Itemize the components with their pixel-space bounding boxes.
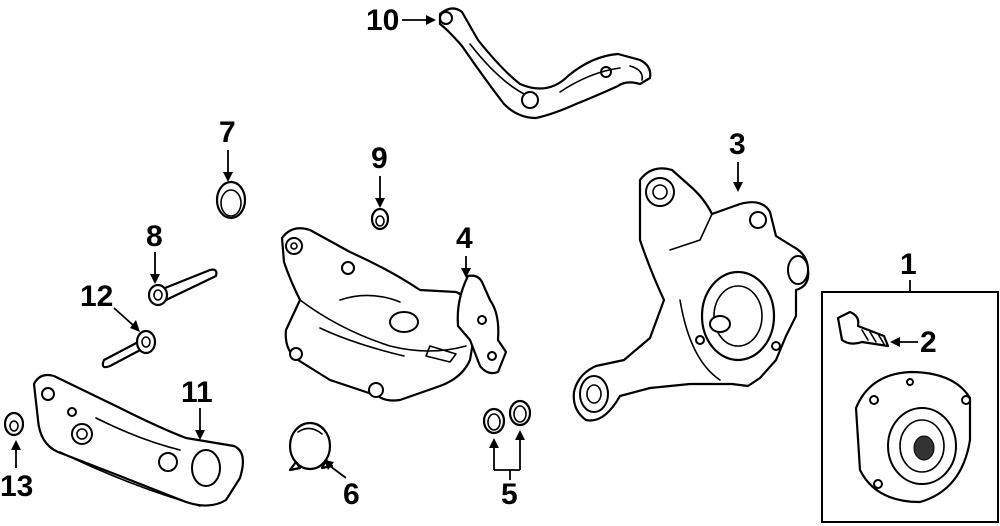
callout-12: 12 bbox=[80, 280, 114, 313]
washer-13-part[interactable] bbox=[3, 411, 25, 437]
callout-11: 11 bbox=[181, 376, 213, 409]
callout-3: 3 bbox=[729, 128, 746, 161]
bolt-12-part[interactable] bbox=[101, 329, 157, 369]
callout-5: 5 bbox=[501, 478, 518, 511]
callout-8: 8 bbox=[146, 220, 163, 253]
bracket-4-part[interactable] bbox=[456, 274, 508, 375]
hub-bolt-part[interactable] bbox=[836, 310, 890, 348]
upper-control-arm-part[interactable] bbox=[438, 7, 652, 120]
callout-10: 10 bbox=[366, 4, 400, 37]
callout-7: 7 bbox=[219, 116, 236, 149]
crossmember-part[interactable] bbox=[280, 227, 480, 402]
callout-13: 13 bbox=[0, 470, 34, 503]
lower-control-arm-part[interactable] bbox=[32, 373, 245, 507]
leader-lines bbox=[11, 15, 918, 480]
washer-9-part[interactable] bbox=[370, 207, 390, 231]
dust-cover-6-part[interactable] bbox=[288, 421, 334, 472]
bolt-8-part[interactable] bbox=[147, 268, 218, 307]
callout-1: 1 bbox=[900, 248, 917, 281]
callout-6: 6 bbox=[343, 478, 360, 511]
callout-2: 2 bbox=[920, 326, 937, 359]
knuckle-part[interactable] bbox=[572, 167, 810, 422]
seals-5-part[interactable] bbox=[482, 399, 532, 435]
callout-9: 9 bbox=[371, 142, 388, 175]
plug-7-part[interactable] bbox=[215, 180, 247, 220]
callout-4: 4 bbox=[456, 222, 473, 255]
hub-assembly-part[interactable] bbox=[854, 370, 972, 504]
